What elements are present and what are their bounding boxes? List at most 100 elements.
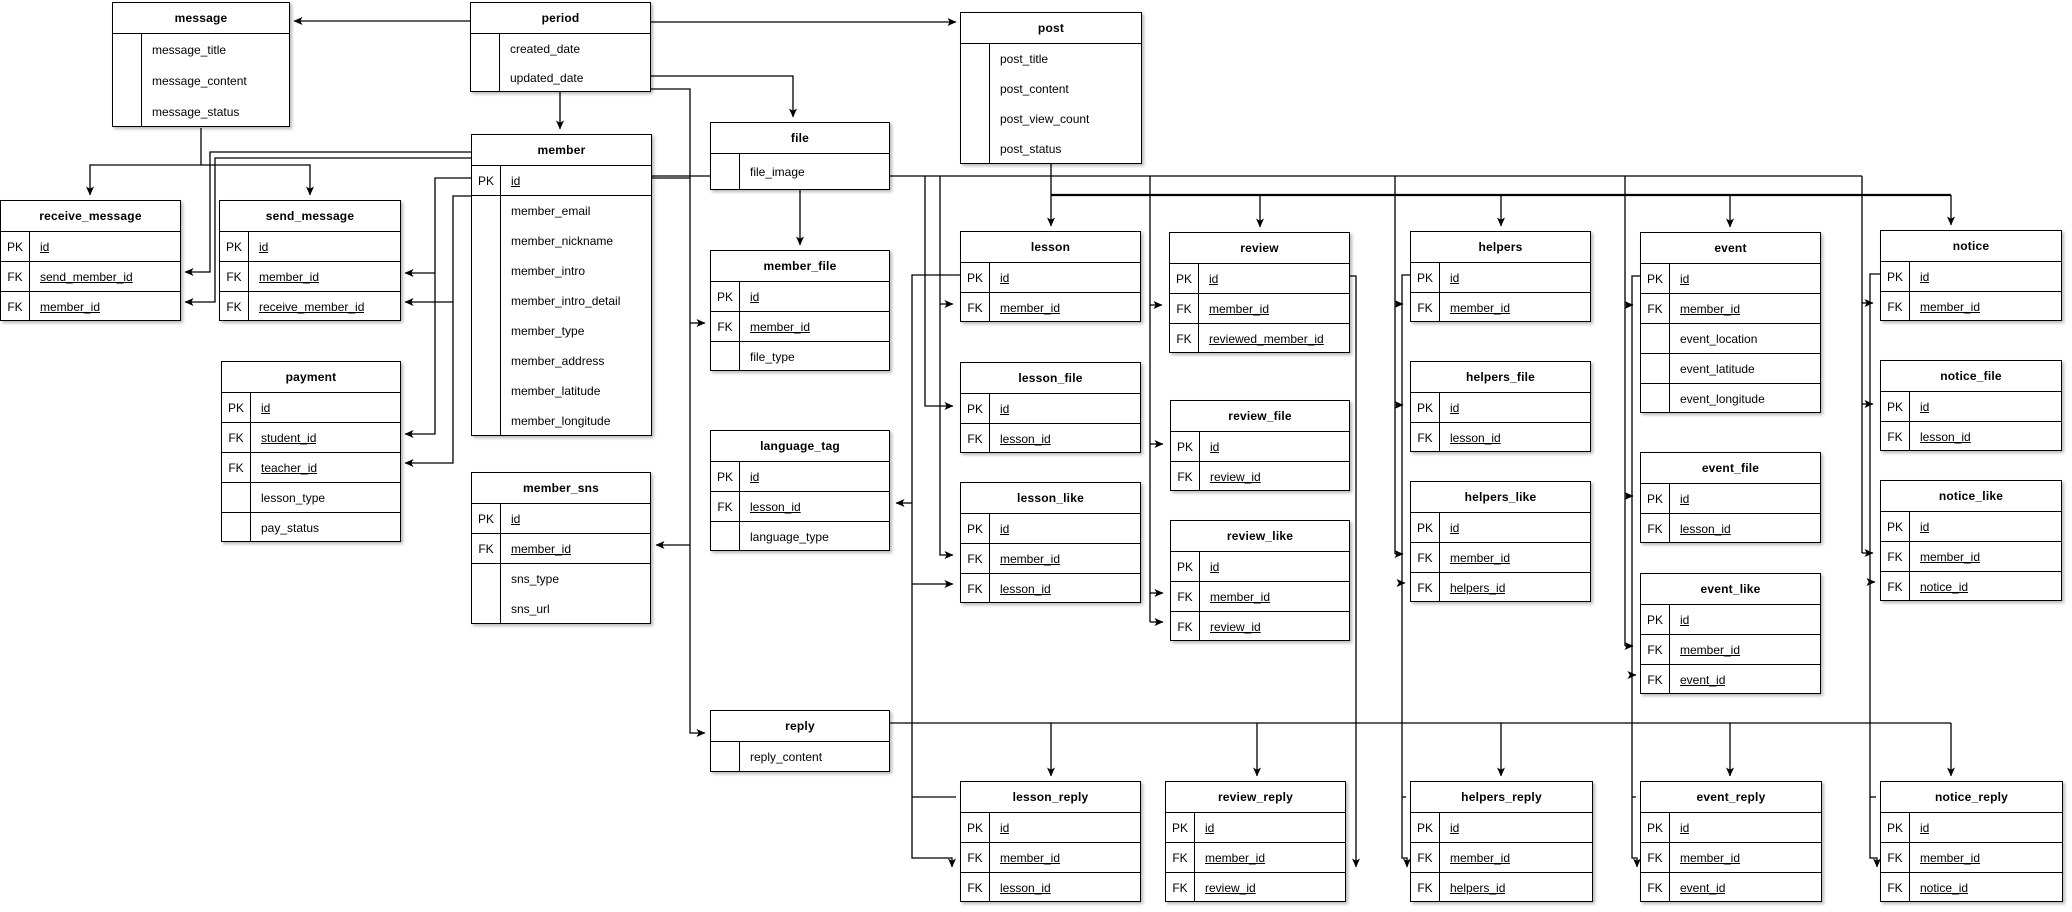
- entity-title-helpers_like: helpers_like: [1411, 482, 1590, 513]
- key-badge-fk-send_message-receive_member_id: FK: [220, 292, 249, 321]
- edge-member-to-payment-teacher-id[interactable]: [404, 195, 471, 467]
- key-badge-pk-lesson-id: PK: [961, 263, 990, 292]
- entity-title-lesson_file: lesson_file: [961, 363, 1140, 394]
- edge-event-id-rail[interactable]: [1627, 275, 1640, 679]
- key-badge-pk-helpers_like-id: PK: [1411, 513, 1440, 542]
- entity-title-lesson_like: lesson_like: [961, 483, 1140, 514]
- edge-member-to-receive-send-member-id[interactable]: [184, 151, 471, 276]
- edge-message-to-receive-message[interactable]: [86, 164, 201, 196]
- key-badge-pk-language_tag-id: PK: [711, 462, 740, 491]
- key-gutter-period-updated_date: [471, 63, 500, 92]
- edge-review-id-rail[interactable]: [1350, 275, 1360, 868]
- edge-helpers-id-rail[interactable]: [1396, 274, 1410, 587]
- edge-notice-id-rail[interactable]: [1866, 273, 1880, 586]
- edge-bus-to-lesson-like-member-id[interactable]: [939, 304, 954, 559]
- edge-bus-to-lesson-file[interactable]: [924, 176, 954, 410]
- edge-period-member-trunk[interactable]: [651, 88, 706, 737]
- entity-title-period: period: [471, 3, 650, 34]
- edge-period-to-file[interactable]: [651, 75, 797, 118]
- key-badge-fk-event-member_id: FK: [1641, 294, 1670, 323]
- key-badge-pk-notice_file-id: PK: [1881, 392, 1910, 421]
- key-gutter-member-member_latitude: [472, 376, 501, 406]
- key-gutter-member-member_type: [472, 316, 501, 346]
- key-badge-fk-lesson-member_id: FK: [961, 293, 990, 322]
- field-label-message-message_title: message_title: [152, 42, 227, 57]
- field-label-event_reply-id: id: [1680, 820, 1690, 835]
- edge-event-rail-down[interactable]: [1631, 675, 1641, 868]
- field-label-language_tag-language_type: language_type: [750, 529, 829, 544]
- field-label-review_reply-member_id: member_id: [1205, 850, 1266, 865]
- entity-title-post: post: [961, 13, 1141, 44]
- entity-title-notice_reply: notice_reply: [1881, 782, 2062, 813]
- edge-message-to-send-message[interactable]: [201, 164, 314, 196]
- edge-lesson-id-rail[interactable]: [911, 274, 960, 868]
- field-label-event_file-lesson_id: lesson_id: [1680, 521, 1731, 536]
- field-label-member-member_address: member_address: [511, 354, 605, 368]
- field-row-event-event_longitude: event_longitude: [1641, 384, 1820, 413]
- field-label-helpers_like-member_id: member_id: [1450, 550, 1511, 565]
- edge-bus-to-lesson-member-id[interactable]: [939, 176, 954, 308]
- field-label-lesson_like-lesson_id: lesson_id: [1000, 581, 1051, 596]
- edge-member-to-receive-member-id[interactable]: [184, 157, 471, 306]
- key-badge-pk-helpers_reply-id: PK: [1411, 813, 1440, 842]
- key-badge-fk-review-reviewed_member_id: FK: [1170, 324, 1199, 353]
- entity-title-event_like: event_like: [1641, 574, 1820, 605]
- entity-title-file: file: [711, 123, 889, 154]
- edge-helpers-rail-down[interactable]: [1401, 583, 1411, 868]
- edge-member-to-payment-student-id[interactable]: [404, 177, 471, 438]
- entity-title-language_tag: language_tag: [711, 431, 889, 462]
- key-gutter-payment-pay_status: [222, 513, 251, 542]
- edge-notice-rail-down[interactable]: [1869, 582, 1881, 868]
- field-label-receive_message-id: id: [40, 239, 50, 254]
